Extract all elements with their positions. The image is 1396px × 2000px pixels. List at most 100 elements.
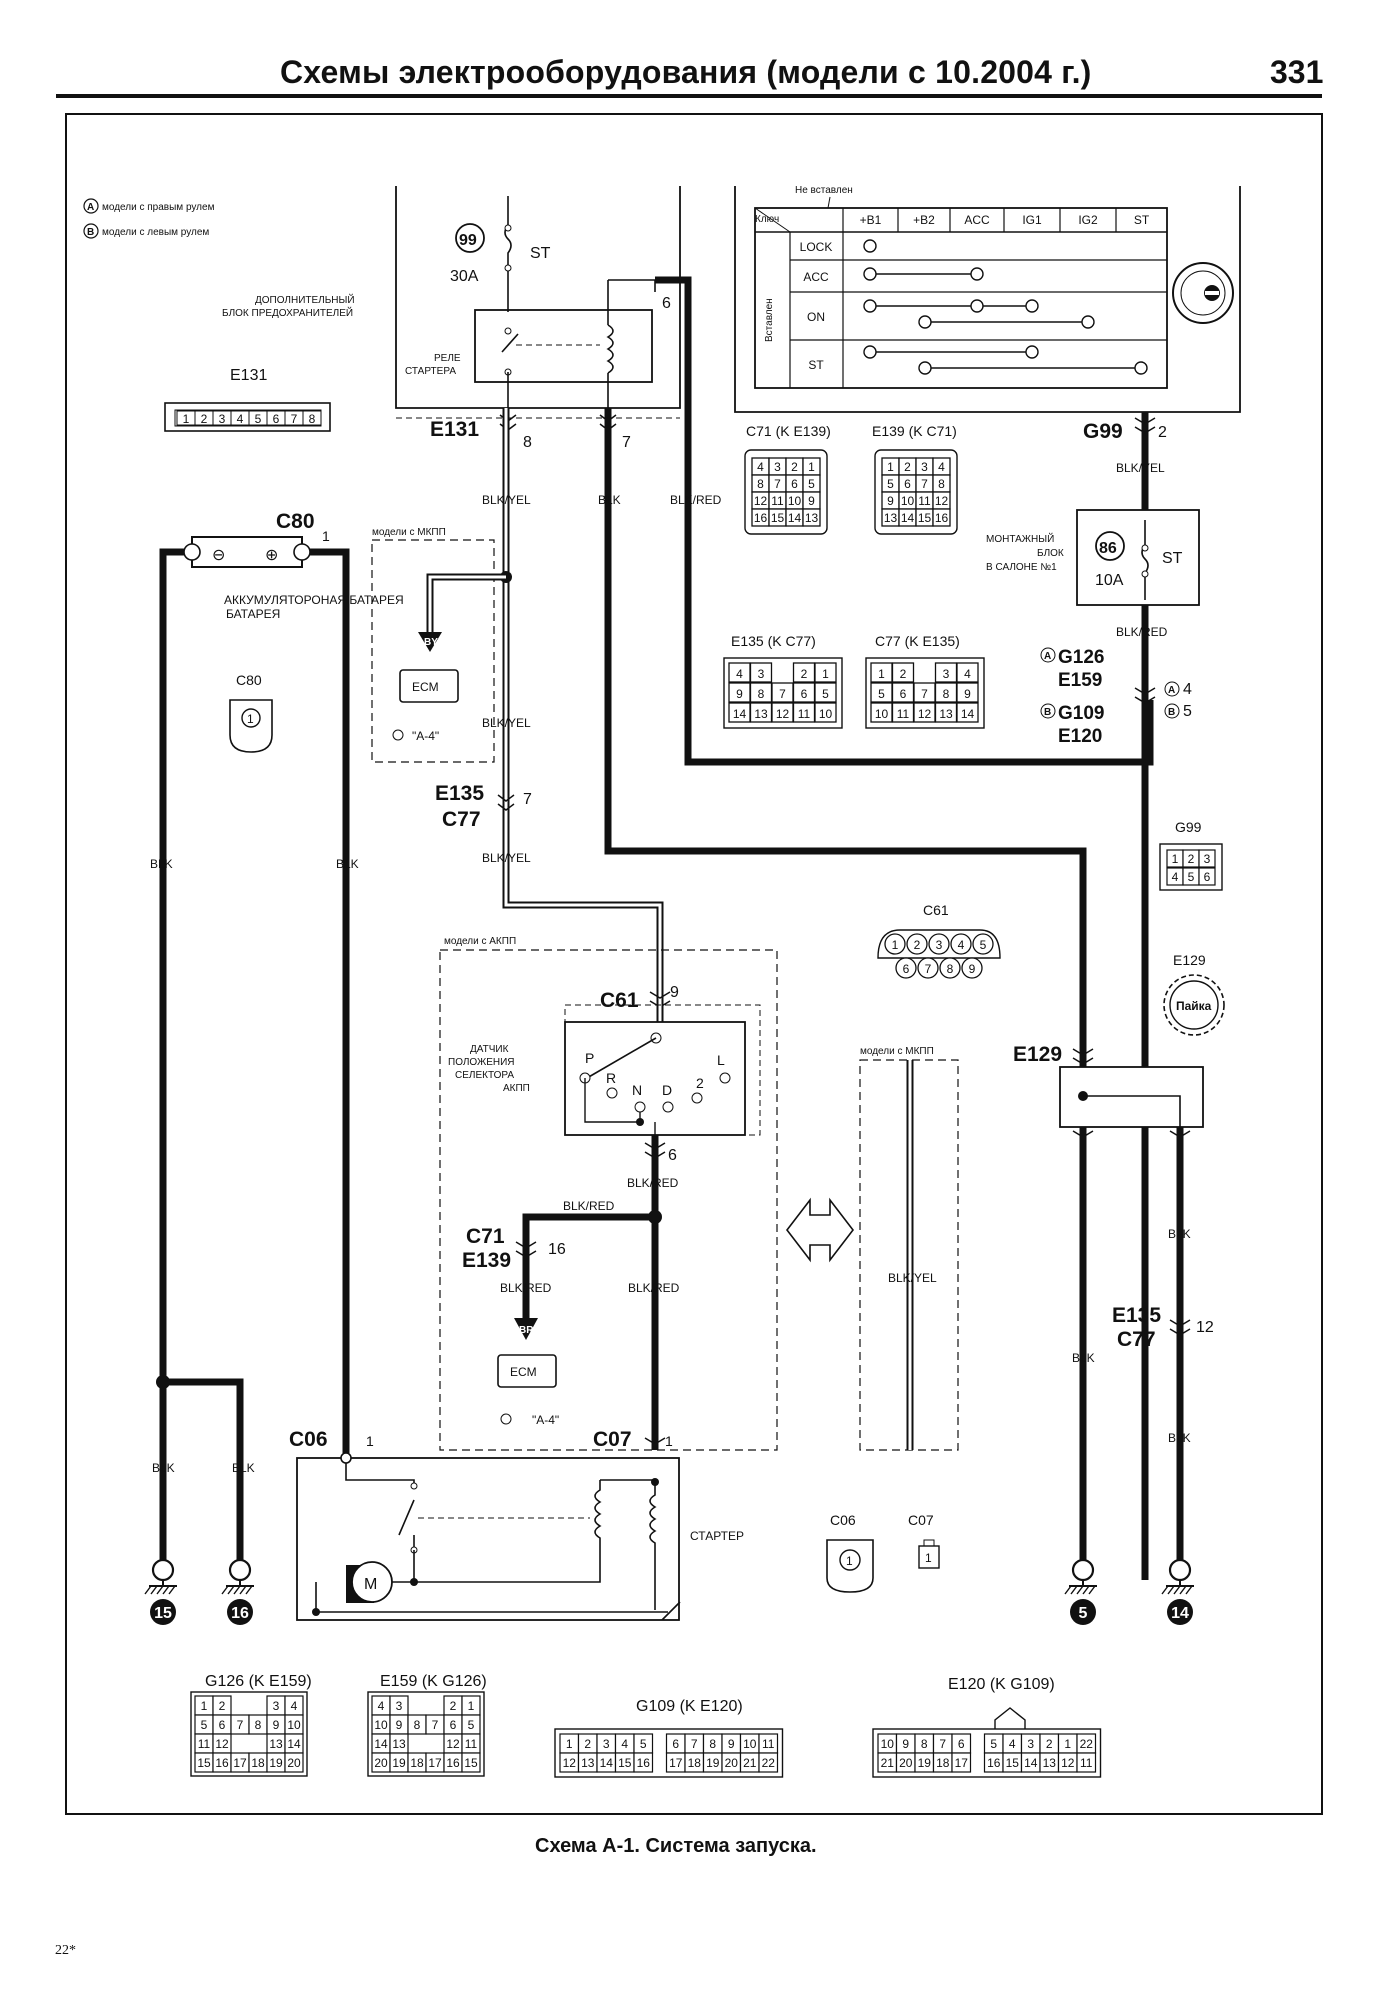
svg-text:2: 2	[1158, 424, 1167, 441]
pin-label: 3	[603, 1737, 610, 1751]
svg-text:16: 16	[548, 1241, 566, 1258]
svg-text:G126: G126	[1058, 647, 1104, 668]
pin-label: 22	[1080, 1737, 1094, 1751]
pin-label: 22	[762, 1756, 776, 1770]
pin-label: 11	[897, 707, 910, 721]
pin-label: 14	[1024, 1756, 1038, 1770]
pin-label: 15	[771, 511, 785, 525]
pin-label: 15	[618, 1756, 632, 1770]
legend-a: модели с правым рулем	[102, 202, 215, 213]
svg-text:BLK: BLK	[1168, 1227, 1191, 1241]
svg-text:C71 (K E139): C71 (K E139)	[746, 423, 831, 439]
mt-box-2: модели с МКПП BLK/YEL	[859, 1046, 959, 1451]
svg-text:E131: E131	[230, 367, 267, 384]
svg-text:B: B	[1168, 707, 1175, 718]
pin-label: 2	[584, 1737, 591, 1751]
svg-text:M: M	[364, 1576, 377, 1593]
mounting-block: 86 ST 10A МОНТАЖНЫЙ БЛОК В САЛОНЕ №1	[986, 509, 1200, 606]
svg-text:C61: C61	[600, 989, 639, 1012]
pin-label: 16	[754, 511, 768, 525]
pin-label: 4	[291, 1699, 298, 1713]
mt-box-ecm: модели с МКПП BY ECM "A-4"	[371, 527, 512, 763]
pin-label: 8	[309, 412, 316, 426]
ground-number: 15	[154, 1605, 172, 1622]
pin-label: 4	[1009, 1737, 1016, 1751]
pin-label: 17	[955, 1756, 969, 1770]
svg-text:РЕЛЕ: РЕЛЕ	[434, 353, 461, 364]
svg-text:7: 7	[523, 791, 532, 808]
svg-text:СТАРТЕРА: СТАРТЕРА	[405, 366, 456, 377]
pin-label: 10	[881, 1737, 895, 1751]
svg-text:99: 99	[459, 232, 477, 249]
svg-text:B: B	[1044, 707, 1051, 718]
ig-col-header: +B2	[913, 213, 935, 227]
pin-label: 16	[935, 511, 949, 525]
pin-label: 7	[939, 1737, 946, 1751]
svg-text:BLK/RED: BLK/RED	[500, 1281, 552, 1295]
pin-label: 3	[1027, 1737, 1034, 1751]
pin-label: 1	[892, 938, 899, 952]
pin-label: 2	[219, 1699, 226, 1713]
pin-label: 5	[468, 1718, 475, 1732]
selector-sensor: ДАТЧИК ПОЛОЖЕНИЯ СЕЛЕКТОРА АКПП P R N D …	[448, 1004, 761, 1136]
svg-text:BLK/RED: BLK/RED	[1116, 625, 1168, 639]
pin-label: 3	[943, 667, 950, 681]
svg-text:E129: E129	[1173, 952, 1206, 968]
svg-text:E135: E135	[1112, 1304, 1161, 1327]
svg-text:1: 1	[925, 1551, 932, 1565]
pin-label: 8	[255, 1718, 262, 1732]
pin-label: 5	[822, 687, 829, 701]
pin-label: 5	[640, 1737, 647, 1751]
ground-number: 5	[1079, 1605, 1088, 1622]
svg-text:C77: C77	[1117, 1328, 1156, 1351]
pin-label: 13	[269, 1737, 283, 1751]
ig-not-inserted: Не вставлен	[795, 185, 853, 196]
svg-text:BLK: BLK	[150, 857, 173, 871]
svg-text:12: 12	[1196, 1319, 1214, 1336]
svg-text:БАТАРЕЯ: БАТАРЕЯ	[226, 607, 280, 621]
pin-label: 3	[1204, 852, 1211, 866]
pin-label: 9	[736, 687, 743, 701]
pin-label: 3	[396, 1699, 403, 1713]
svg-text:BLK/YEL: BLK/YEL	[482, 493, 531, 507]
pin-label: 12	[935, 494, 949, 508]
svg-text:BLK/RED: BLK/RED	[670, 493, 722, 507]
pin-label: 11	[918, 494, 931, 508]
pin-label: 7	[291, 412, 298, 426]
pin-label: 11	[465, 1737, 478, 1751]
svg-text:ДАТЧИК: ДАТЧИК	[470, 1044, 509, 1055]
svg-text:6: 6	[668, 1147, 677, 1164]
pin-label: 4	[621, 1737, 628, 1751]
pin-label: 2	[900, 667, 907, 681]
pin-label: 14	[600, 1756, 614, 1770]
pin-label: 17	[233, 1756, 247, 1770]
pin-label: 15	[1006, 1756, 1020, 1770]
ecm-bottom: ECM "A-4"	[497, 1354, 559, 1427]
pin-label: 2	[1188, 852, 1195, 866]
svg-text:P: P	[585, 1050, 594, 1066]
svg-text:BLK: BLK	[1072, 1351, 1095, 1365]
svg-text:5: 5	[1183, 703, 1192, 720]
svg-text:G99: G99	[1083, 420, 1123, 443]
ig-row-label: ST	[808, 358, 824, 372]
svg-text:BLK/RED: BLK/RED	[628, 1281, 680, 1295]
pin-label: 5	[990, 1737, 997, 1751]
pin-label: 3	[273, 1699, 280, 1713]
pin-label: 10	[788, 494, 802, 508]
pin-label: 2	[914, 938, 921, 952]
svg-text:A: A	[87, 202, 94, 213]
pin-label: 4	[378, 1699, 385, 1713]
pin-label: 11	[762, 1737, 775, 1751]
pin-label: 20	[287, 1756, 301, 1770]
pin-label: 8	[921, 1737, 928, 1751]
svg-text:СТАРТЕР: СТАРТЕР	[690, 1529, 744, 1543]
pin-label: 4	[1172, 870, 1179, 884]
svg-text:В САЛОНЕ №1: В САЛОНЕ №1	[986, 562, 1057, 573]
pin-label: 8	[709, 1737, 716, 1751]
pin-label: 15	[918, 511, 932, 525]
starter: C06 1 C07 1 M СТАРТЕР	[289, 1428, 744, 1621]
pin-label: 9	[728, 1737, 735, 1751]
connector-c07-icon: C07 1	[908, 1512, 940, 1569]
